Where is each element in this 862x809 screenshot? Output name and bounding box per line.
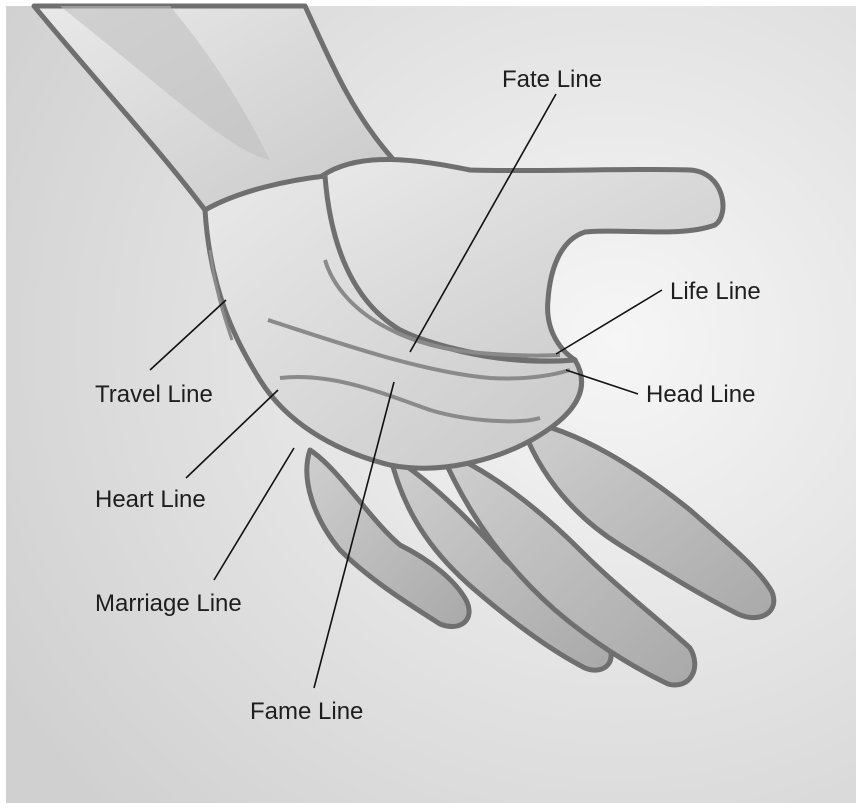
head-line-label: Head Line — [646, 383, 755, 407]
heart-line-label: Heart Line — [95, 488, 206, 512]
travel-line-label: Travel Line — [95, 383, 213, 407]
marriage-line-label: Marriage Line — [95, 592, 242, 616]
life-line-label: Life Line — [670, 280, 761, 304]
fate-line-label: Fate Line — [502, 68, 602, 92]
fame-line-label: Fame Line — [250, 700, 363, 724]
